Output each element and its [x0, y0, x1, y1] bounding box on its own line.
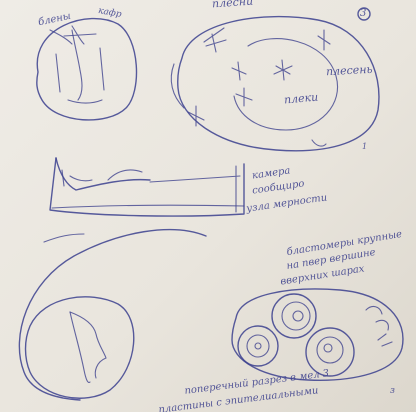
top-right-oval-sketch — [171, 8, 379, 151]
bottom-left-circle-sketch — [19, 230, 206, 400]
circle-label-1: плесень — [326, 63, 373, 78]
small-index: 1 — [362, 142, 367, 151]
page-number: 3 — [360, 8, 366, 19]
boat-tray-sketch — [50, 158, 244, 216]
tail-mark: з — [390, 386, 395, 396]
bottom-right-section-sketch — [232, 289, 403, 380]
top-left-oval-sketch — [37, 19, 137, 120]
